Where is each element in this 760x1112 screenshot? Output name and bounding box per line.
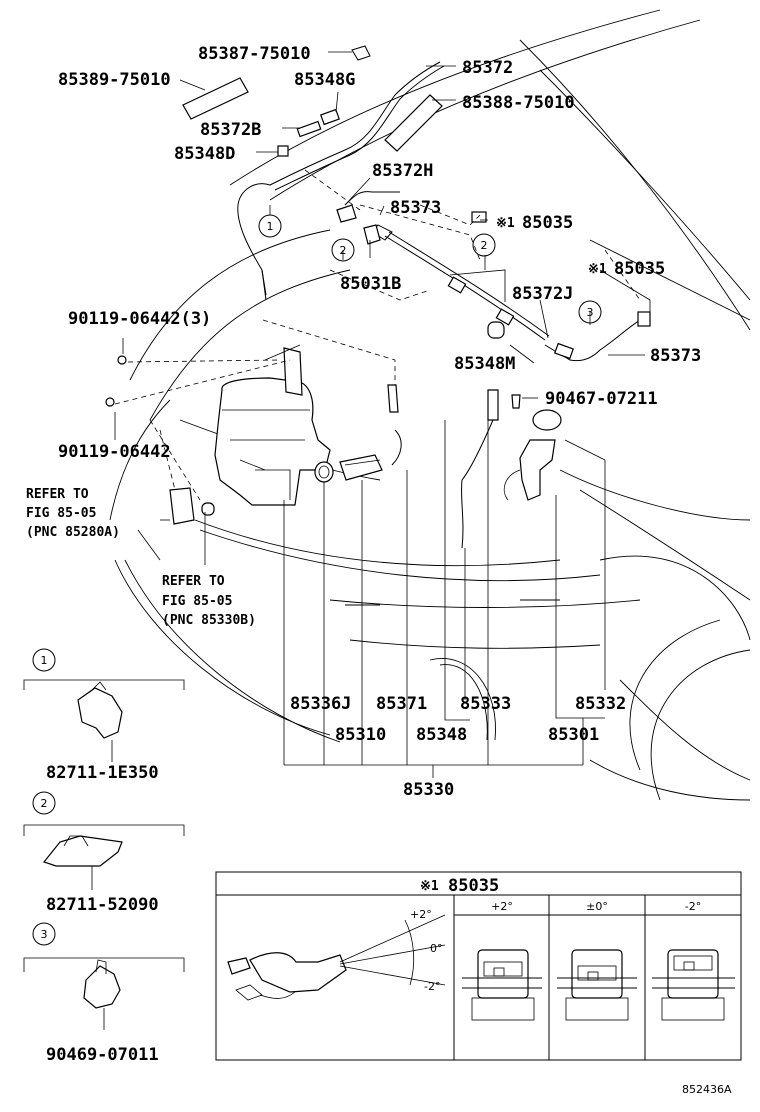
- label-85301: 85301: [548, 725, 599, 745]
- clip-1-part-number: 82711-1E350: [46, 763, 159, 783]
- part-labels: 85387-75010 85389-75010 85372 85348G 853…: [26, 44, 701, 800]
- callout-2-right: 2: [481, 239, 488, 252]
- angle-minus-2: -2°: [424, 980, 440, 993]
- label-85333: 85333: [460, 694, 511, 714]
- nozzle-adjustment-inset: ※1 85035 +2° 0° -2° +2° ±0° -2°: [215, 871, 742, 1061]
- note-mark-2: ※1: [588, 262, 607, 277]
- label-90119-06442: 90119-06442: [58, 442, 171, 462]
- label-85336J: 85336J: [290, 694, 351, 714]
- label-85035-lower: 85035: [614, 259, 665, 279]
- label-85372H: 85372H: [372, 161, 433, 181]
- clip-1-number: 1: [41, 654, 48, 667]
- clip-legend: 1 82711-1E350 2 82711-52090 3 90469-0701…: [23, 648, 185, 1065]
- dashed-leaders: [114, 169, 641, 501]
- washer-tank-assembly: [105, 344, 562, 549]
- adjust-view-plus-2: [462, 949, 542, 1021]
- angle-zero: 0°: [430, 942, 443, 955]
- label-85348D: 85348D: [174, 144, 235, 164]
- callout-2-left: 2: [340, 244, 347, 257]
- label-85372J: 85372J: [512, 284, 573, 304]
- refer-note-2-line1: REFER TO: [162, 574, 225, 589]
- refer-note-2-line3: (PNC 85330B): [162, 613, 256, 628]
- leader-lines: [114, 51, 651, 778]
- callout-3: 3: [587, 306, 594, 319]
- refer-note-1-line2: FIG 85-05: [26, 506, 96, 521]
- label-85373-lower: 85373: [650, 346, 701, 366]
- note-mark-1: ※1: [496, 216, 515, 231]
- label-85371: 85371: [376, 694, 427, 714]
- label-85348: 85348: [416, 725, 467, 745]
- clip-2-part-number: 82711-52090: [46, 895, 159, 915]
- label-85348M: 85348M: [454, 354, 515, 374]
- column-plus-2: +2°: [491, 900, 513, 913]
- label-85310: 85310: [335, 725, 386, 745]
- label-85332: 85332: [575, 694, 626, 714]
- label-85330: 85330: [403, 780, 454, 800]
- label-85373-upper: 85373: [390, 198, 441, 218]
- label-90119-06442-3: 90119-06442(3): [68, 309, 211, 329]
- label-85388-75010: 85388-75010: [462, 93, 575, 113]
- label-85389-75010: 85389-75010: [58, 70, 171, 90]
- column-minus-2: -2°: [685, 900, 701, 913]
- label-85372: 85372: [462, 58, 513, 78]
- clip-3-number: 3: [41, 928, 48, 941]
- adjust-view-zero: [557, 949, 637, 1021]
- figure-code: 852436A: [682, 1083, 732, 1096]
- clip-3-part-number: 90469-07011: [46, 1045, 159, 1065]
- label-85387-75010: 85387-75010: [198, 44, 311, 64]
- washer-hoses: [182, 45, 651, 362]
- angle-plus-2: +2°: [410, 908, 432, 921]
- label-85031B: 85031B: [340, 274, 401, 294]
- clip-2-number: 2: [41, 797, 48, 810]
- label-85372B: 85372B: [200, 120, 261, 140]
- label-85348G: 85348G: [294, 70, 355, 90]
- label-90467-07211: 90467-07211: [545, 389, 658, 409]
- inset-note-mark: ※1: [420, 879, 439, 894]
- label-85035-upper: 85035: [522, 213, 573, 233]
- callout-circles: 1 2 2 3: [258, 214, 602, 324]
- column-zero: ±0°: [586, 900, 608, 913]
- refer-note-2-line2: FIG 85-05: [162, 594, 232, 609]
- adjust-view-minus-2: [652, 949, 735, 1021]
- refer-note-1-line1: REFER TO: [26, 487, 89, 502]
- refer-note-1-line3: (PNC 85280A): [26, 525, 120, 540]
- inset-title: 85035: [448, 876, 499, 896]
- callout-1: 1: [267, 220, 274, 233]
